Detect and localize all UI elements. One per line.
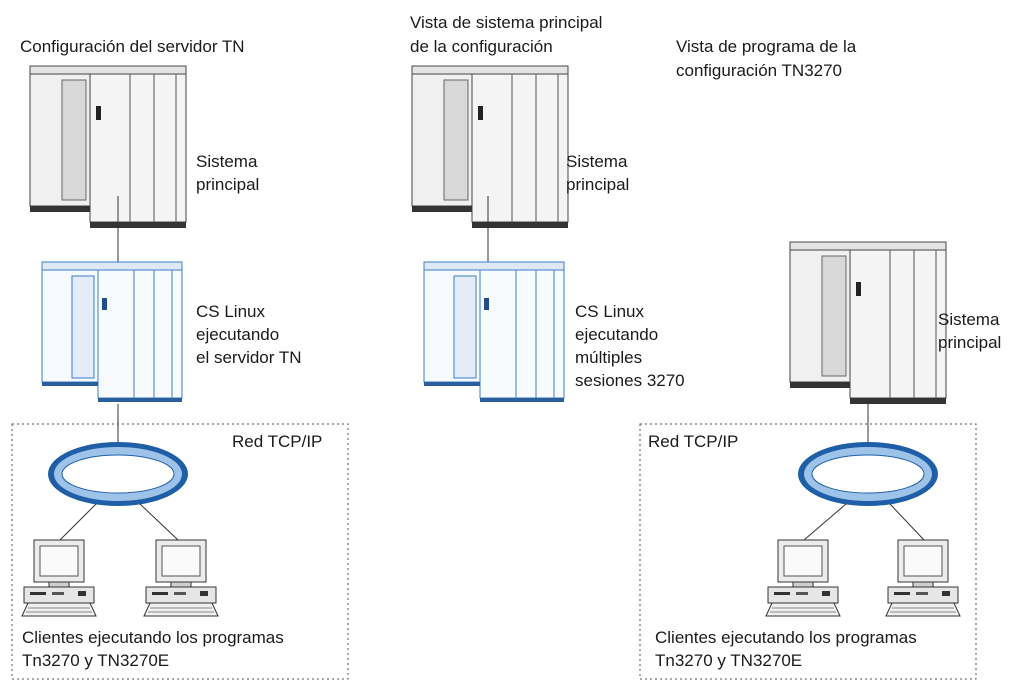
server-icon bbox=[423, 261, 565, 403]
server-label-line3: múltiples bbox=[575, 348, 642, 367]
panel2-title-line1: Vista de sistema principal bbox=[410, 13, 602, 32]
server-label-line1: CS Linux bbox=[575, 302, 644, 321]
server-label-line3: el servidor TN bbox=[196, 348, 302, 367]
client-pc-icon bbox=[143, 539, 219, 617]
clients-label-line2: Tn3270 y TN3270E bbox=[22, 651, 169, 670]
server-label-line1: CS Linux bbox=[196, 302, 265, 321]
network-label: Red TCP/IP bbox=[232, 432, 322, 451]
host-label-line2: principal bbox=[938, 333, 1001, 352]
network-client-link bbox=[803, 503, 847, 541]
network-client-link bbox=[59, 503, 97, 541]
panel3-title-line2: configuración TN3270 bbox=[676, 61, 842, 80]
host-label-line2: principal bbox=[566, 175, 629, 194]
host-label-line1: Sistema bbox=[938, 310, 1000, 329]
network-label: Red TCP/IP bbox=[648, 432, 738, 451]
network-ring-icon bbox=[47, 441, 189, 507]
panel3-title-line1: Vista de programa de la bbox=[676, 37, 857, 56]
clients-label-line1: Clientes ejecutando los programas bbox=[655, 628, 917, 647]
network-ring-icon bbox=[797, 441, 939, 507]
clients-label-line1: Clientes ejecutando los programas bbox=[22, 628, 284, 647]
server-icon bbox=[41, 261, 183, 403]
client-pc-icon bbox=[885, 539, 961, 617]
server-label-line2: ejecutando bbox=[196, 325, 279, 344]
network-client-link bbox=[139, 503, 179, 541]
network-client-link bbox=[889, 503, 925, 541]
server-label-line4: sesiones 3270 bbox=[575, 371, 685, 390]
host-label-line1: Sistema bbox=[566, 152, 628, 171]
client-pc-icon bbox=[21, 539, 97, 617]
panel2-title-line2: de la configuración bbox=[410, 37, 553, 56]
client-pc-icon bbox=[765, 539, 841, 617]
server-label-line2: ejecutando bbox=[575, 325, 658, 344]
host-label-line2: principal bbox=[196, 175, 259, 194]
host-label-line1: Sistema bbox=[196, 152, 258, 171]
host-icon bbox=[789, 241, 947, 405]
host-icon bbox=[411, 65, 569, 229]
clients-label-line2: Tn3270 y TN3270E bbox=[655, 651, 802, 670]
panel1-title: Configuración del servidor TN bbox=[20, 37, 245, 56]
host-icon bbox=[29, 65, 187, 229]
